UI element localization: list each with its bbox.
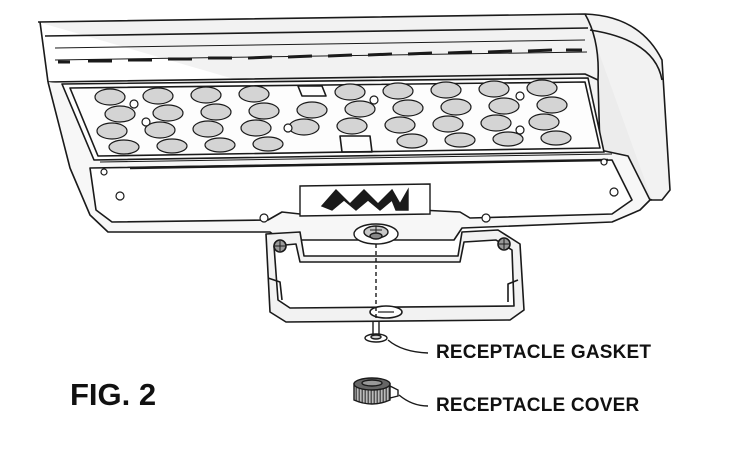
receptacle-gasket-label: RECEPTACLE GASKET: [436, 342, 652, 363]
logo-mark: [320, 187, 409, 211]
brand-logo-badge: [299, 183, 431, 217]
receptacle-cover: [353, 377, 399, 405]
mounting-yoke: [265, 229, 525, 323]
cover-leader-line: [398, 394, 429, 407]
callout-leaders: [387, 339, 429, 407]
heatsink-fins: [54, 39, 588, 64]
gasket-leader-line: [387, 339, 429, 354]
fixture-screws: [100, 91, 619, 223]
light-fixture-housing: [37, 13, 671, 241]
receptacle-cover-label: RECEPTACLE COVER: [436, 395, 640, 416]
photocell-receptacle: [353, 223, 399, 245]
led-lens-array: [94, 79, 572, 155]
figure-label: FIG. 2: [70, 377, 157, 412]
receptacle-gasket: [364, 322, 388, 343]
yoke-bolts: [273, 237, 511, 253]
